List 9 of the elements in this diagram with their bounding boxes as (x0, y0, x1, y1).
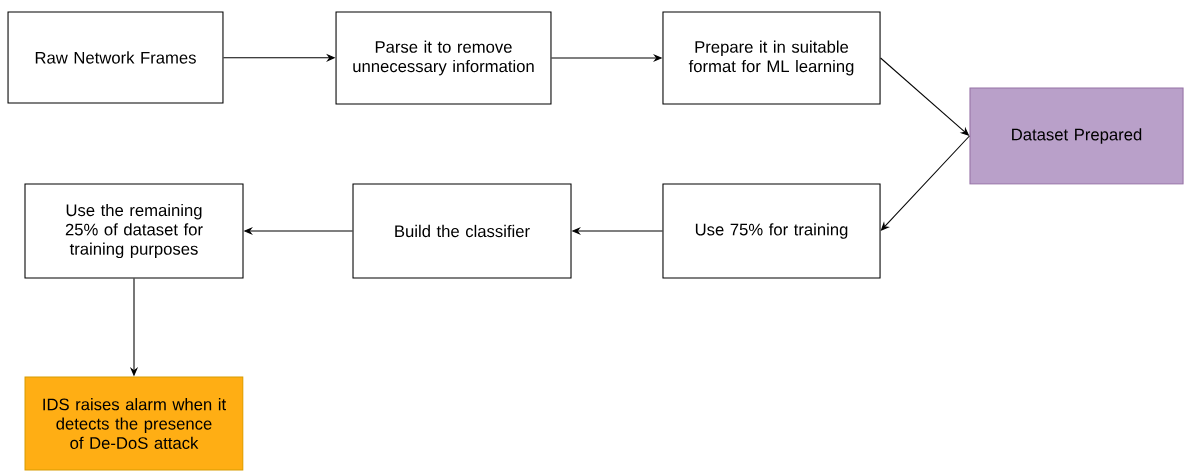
process-box: Use 75% for training (662, 183, 881, 279)
process-box: Parse it to remove unnecessary information (335, 11, 552, 105)
process-box: Raw Network Frames (7, 11, 224, 104)
arrow (880, 135, 970, 231)
result-box: Dataset Prepared (969, 87, 1184, 185)
process-box: Prepare it in suitable format for ML learning (662, 11, 881, 105)
process-box: Use the remaining 25% of dataset for training purposes (24, 183, 244, 279)
process-box: Build the classifier (352, 183, 572, 279)
alarm-box: IDS raises alarm when it detects the presence of De-DoS attack (24, 376, 244, 471)
